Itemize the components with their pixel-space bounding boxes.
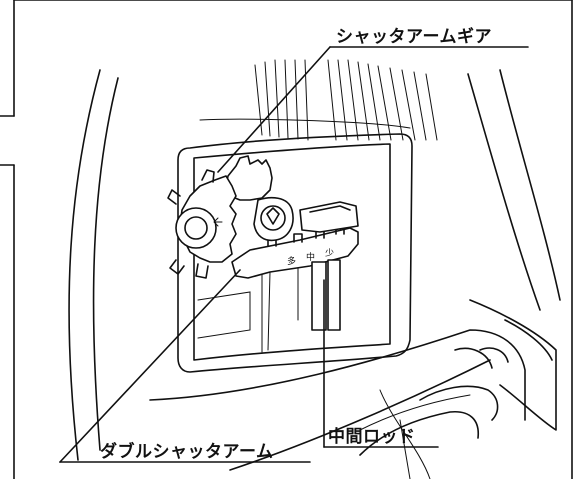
leader-lines <box>59 46 529 463</box>
ribbed-panel <box>199 59 438 141</box>
double-shutter-arm: 多 中 少 <box>213 196 359 279</box>
scale-mark-many: 多 <box>287 255 296 267</box>
window-opening <box>177 133 413 373</box>
scale-mark-middle: 中 <box>306 251 315 263</box>
callout-shutter-arm-gear: シャッタアームギア <box>336 27 492 47</box>
housing-outline <box>68 69 561 461</box>
base-contour <box>149 329 526 479</box>
shutter-arm-gear <box>167 155 273 279</box>
callout-middle-rod: 中間ロッド <box>328 427 416 447</box>
callout-double-shutter-arm: ダブルシャッタアーム <box>100 442 274 462</box>
scale-mark-few: 少 <box>325 248 334 259</box>
frame-lines <box>0 0 573 479</box>
middle-rod <box>297 259 341 331</box>
